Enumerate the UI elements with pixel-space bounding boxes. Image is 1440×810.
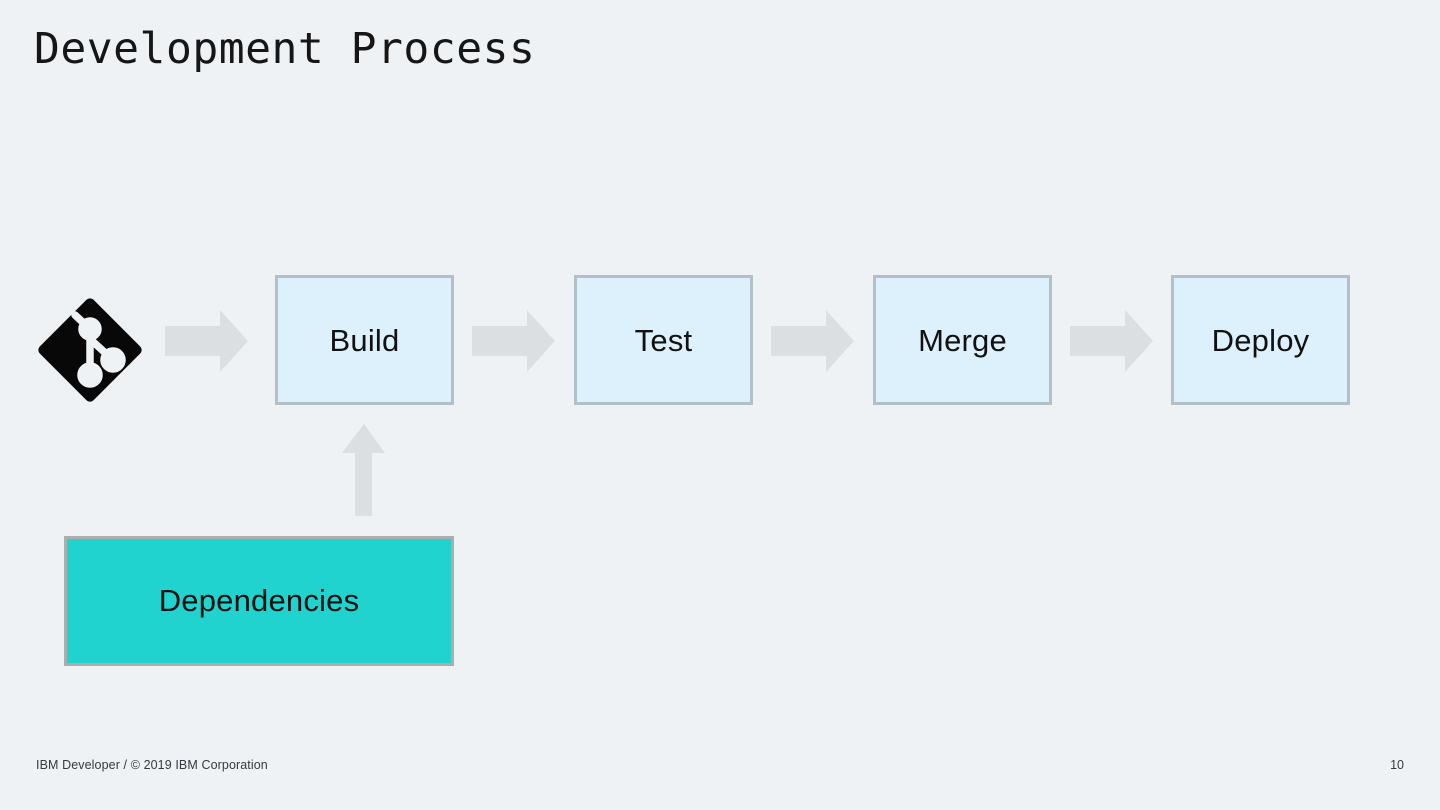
arrow-merge-to-deploy	[1070, 310, 1153, 372]
footer-copyright: IBM Developer / © 2019 IBM Corporation	[36, 758, 268, 772]
arrow-git-to-build	[165, 310, 248, 372]
process-box-label: Merge	[918, 322, 1007, 358]
process-box-label: Build	[329, 322, 400, 358]
process-box-merge[interactable]: Merge	[873, 275, 1052, 405]
process-box-label: Dependencies	[158, 583, 360, 618]
process-box-label: Deploy	[1211, 322, 1310, 358]
process-box-label: Test	[634, 322, 693, 358]
process-box-dependencies[interactable]: Dependencies	[64, 536, 454, 666]
page-title: Development Process	[34, 24, 536, 74]
arrow-test-to-merge	[771, 310, 854, 372]
git-logo-icon	[36, 296, 144, 404]
process-box-deploy[interactable]: Deploy	[1171, 275, 1350, 405]
arrow-dependencies-to-build	[342, 424, 385, 516]
page-number: 10	[1390, 758, 1404, 772]
process-box-test[interactable]: Test	[574, 275, 753, 405]
arrow-build-to-test	[472, 310, 555, 372]
process-box-build[interactable]: Build	[275, 275, 454, 405]
